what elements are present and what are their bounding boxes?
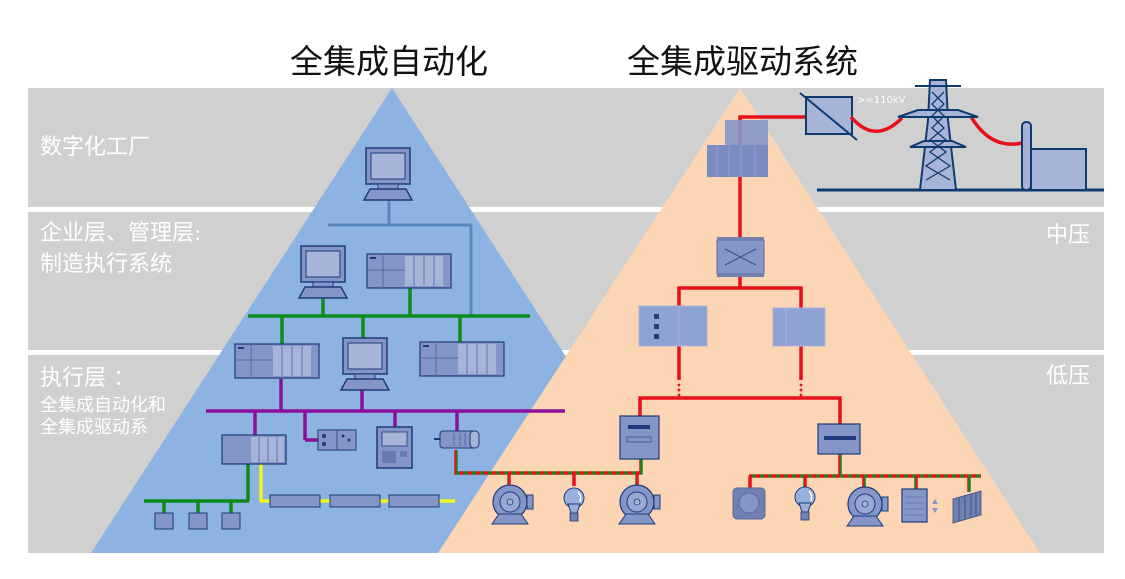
- plc-rack-right: [419, 341, 505, 377]
- layer-label-field-tid: 全集成驱动系: [40, 417, 148, 438]
- pc-workstation-top: [363, 147, 413, 201]
- layer-label-field: 执行层 ：: [40, 366, 135, 391]
- pc-hmi: [340, 337, 390, 391]
- plc-controller: [221, 434, 287, 465]
- layer-label-field-tia: 全集成自动化和: [40, 395, 166, 416]
- power-lines: [638, 115, 842, 425]
- as-i-module-3: [388, 494, 440, 508]
- field-ethernet-bus: [144, 464, 250, 514]
- power-plant: [1021, 121, 1087, 191]
- industrial-ethernet-bus: [248, 286, 530, 344]
- hv-line-1: [849, 115, 904, 133]
- socket: [732, 487, 766, 520]
- radiator: [952, 490, 982, 524]
- transmission-tower: [897, 79, 979, 191]
- servo-motor: [434, 430, 480, 449]
- plant-network: [328, 196, 473, 316]
- as-i-module-1: [269, 494, 321, 508]
- power-line-dots: [677, 383, 803, 397]
- pc-workstation: [298, 245, 348, 299]
- io-box-1: [154, 512, 174, 530]
- hmi-panel: [376, 426, 413, 469]
- profibus-bus: [206, 379, 565, 442]
- hv-substation: [707, 120, 768, 177]
- plc-rack: [366, 253, 452, 289]
- layer-label-digital-factory: 数字化工厂: [40, 135, 151, 160]
- blind-control: [901, 488, 938, 523]
- hv-line-2: [968, 114, 1023, 146]
- io-module: [317, 429, 357, 451]
- lv-distribution-lines: [454, 450, 981, 492]
- band-enterprise-mes: [28, 212, 1104, 350]
- hv-transformer-symbol: [799, 92, 858, 141]
- mv-switchgear-right: [772, 307, 826, 347]
- plc-rack-left: [234, 343, 320, 379]
- layer-label-enterprise: 企业层、管理层:: [40, 221, 202, 246]
- title-tid: 全集成驱动系统: [627, 42, 858, 81]
- voltage-label-high: >=110kV: [857, 95, 906, 106]
- io-box-2: [188, 512, 208, 530]
- transformer: [716, 237, 765, 277]
- mv-switchgear-left: [638, 305, 708, 347]
- io-box-3: [221, 512, 241, 530]
- layer-label-mes: 制造执行系统: [40, 252, 173, 277]
- lv-distribution-right: [817, 423, 861, 455]
- voltage-label-medium: 中压: [1046, 223, 1091, 248]
- voltage-label-low: 低压: [1046, 364, 1091, 389]
- title-tia: 全集成自动化: [290, 42, 488, 81]
- tid-pyramid: [438, 88, 1040, 553]
- lv-distribution-left: [619, 415, 660, 460]
- as-i-module-2: [329, 494, 381, 508]
